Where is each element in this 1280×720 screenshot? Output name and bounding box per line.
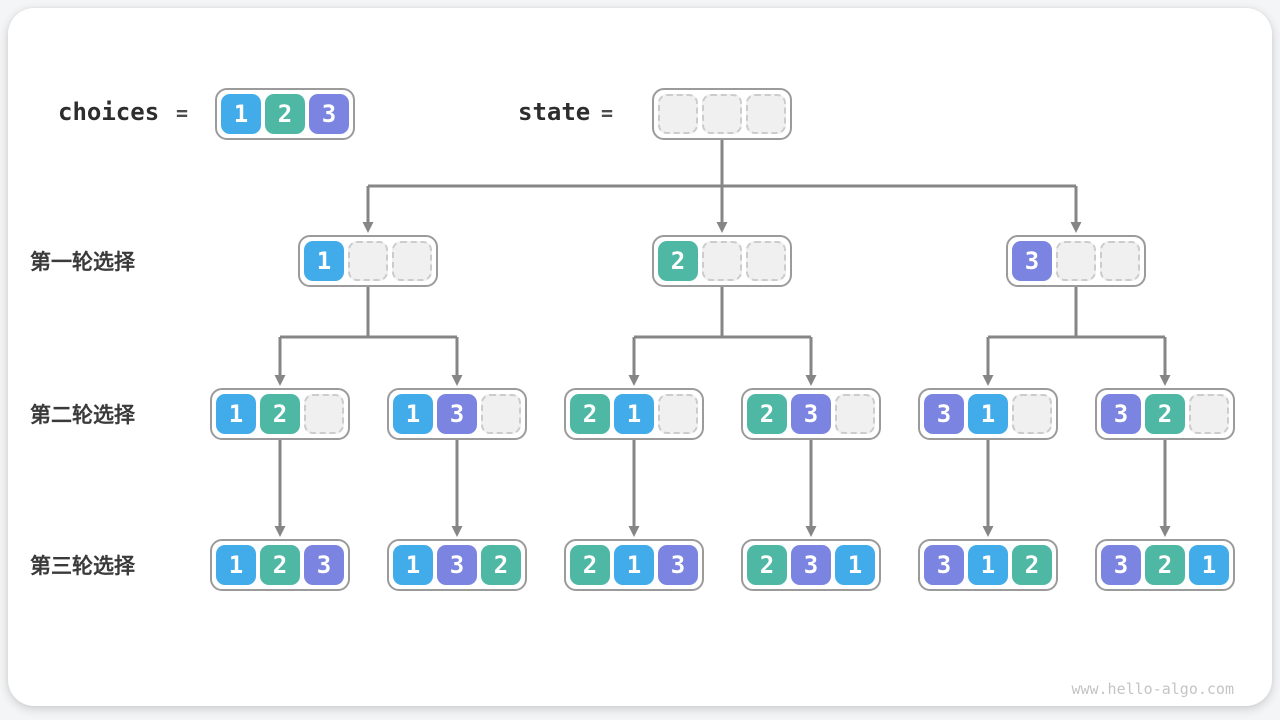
tree-edge xyxy=(366,140,1078,223)
empty-cell xyxy=(746,241,786,281)
watermark: www.hello-algo.com xyxy=(1071,680,1234,698)
value-cell-1: 1 xyxy=(835,545,875,585)
value-cell-2: 2 xyxy=(747,394,787,434)
arrowhead-icon xyxy=(716,222,728,233)
empty-cell xyxy=(702,94,742,134)
empty-cell xyxy=(835,394,875,434)
value-cell-1: 1 xyxy=(614,545,654,585)
value-cell-3: 3 xyxy=(1101,394,1141,434)
tree-edge xyxy=(632,287,813,376)
arrowhead-icon xyxy=(982,526,994,537)
tree-edge xyxy=(986,287,1167,376)
value-cell-1: 1 xyxy=(216,394,256,434)
value-cell-1: 1 xyxy=(393,545,433,585)
arrowhead-icon xyxy=(1070,222,1082,233)
value-cell-2: 2 xyxy=(481,545,521,585)
value-cell-1: 1 xyxy=(968,394,1008,434)
empty-cell xyxy=(746,94,786,134)
empty-cell xyxy=(702,241,742,281)
round-2-label: 第二轮选择 xyxy=(30,403,135,427)
arrowhead-icon xyxy=(628,375,640,386)
arrowhead-icon xyxy=(1159,526,1171,537)
value-cell-2: 2 xyxy=(260,545,300,585)
value-cell-1: 1 xyxy=(1189,545,1229,585)
value-cell-2: 2 xyxy=(1145,394,1185,434)
value-cell-3: 3 xyxy=(309,94,349,134)
value-cell-2: 2 xyxy=(260,394,300,434)
value-cell-3: 3 xyxy=(791,394,831,434)
value-cell-1: 1 xyxy=(221,94,261,134)
value-cell-3: 3 xyxy=(1012,241,1052,281)
value-cell-3: 3 xyxy=(924,545,964,585)
value-cell-2: 2 xyxy=(747,545,787,585)
arrowhead-icon xyxy=(1159,375,1171,386)
round-3-label: 第三轮选择 xyxy=(30,554,135,578)
value-cell-2: 2 xyxy=(658,241,698,281)
empty-cell xyxy=(1012,394,1052,434)
tree-node-round1-2: 3 xyxy=(1006,235,1146,287)
value-cell-2: 2 xyxy=(265,94,305,134)
value-cell-3: 3 xyxy=(304,545,344,585)
tree-node-round1-0: 1 xyxy=(298,235,438,287)
state-label: state xyxy=(518,98,591,126)
choices-label: choices xyxy=(58,98,160,126)
arrowhead-icon xyxy=(805,526,817,537)
value-cell-3: 3 xyxy=(437,394,477,434)
empty-cell xyxy=(392,241,432,281)
value-cell-2: 2 xyxy=(570,394,610,434)
empty-cell xyxy=(1189,394,1229,434)
state-equals-sign: = xyxy=(601,101,614,125)
empty-cell xyxy=(304,394,344,434)
round-1-label: 第一轮选择 xyxy=(30,250,135,274)
arrowhead-icon xyxy=(628,526,640,537)
arrowhead-icon xyxy=(805,375,817,386)
value-cell-1: 1 xyxy=(614,394,654,434)
value-cell-3: 3 xyxy=(658,545,698,585)
tree-node-round1-1: 2 xyxy=(652,235,792,287)
arrowhead-icon xyxy=(451,526,463,537)
empty-cell xyxy=(481,394,521,434)
value-cell-3: 3 xyxy=(791,545,831,585)
state-box xyxy=(652,88,792,140)
choices-equals-sign: = xyxy=(176,101,189,125)
value-cell-3: 3 xyxy=(924,394,964,434)
value-cell-1: 1 xyxy=(216,545,256,585)
arrowhead-icon xyxy=(362,222,374,233)
empty-cell xyxy=(658,394,698,434)
value-cell-3: 3 xyxy=(437,545,477,585)
tree-edge xyxy=(278,287,459,376)
value-cell-1: 1 xyxy=(393,394,433,434)
empty-cell xyxy=(1056,241,1096,281)
empty-cell xyxy=(658,94,698,134)
arrowhead-icon xyxy=(274,375,286,386)
arrowhead-icon xyxy=(274,526,286,537)
value-cell-2: 2 xyxy=(1145,545,1185,585)
value-cell-1: 1 xyxy=(304,241,344,281)
arrowhead-icon xyxy=(451,375,463,386)
value-cell-2: 2 xyxy=(1012,545,1052,585)
empty-cell xyxy=(348,241,388,281)
value-cell-2: 2 xyxy=(570,545,610,585)
value-cell-3: 3 xyxy=(1101,545,1141,585)
value-cell-1: 1 xyxy=(968,545,1008,585)
arrowhead-icon xyxy=(982,375,994,386)
empty-cell xyxy=(1100,241,1140,281)
